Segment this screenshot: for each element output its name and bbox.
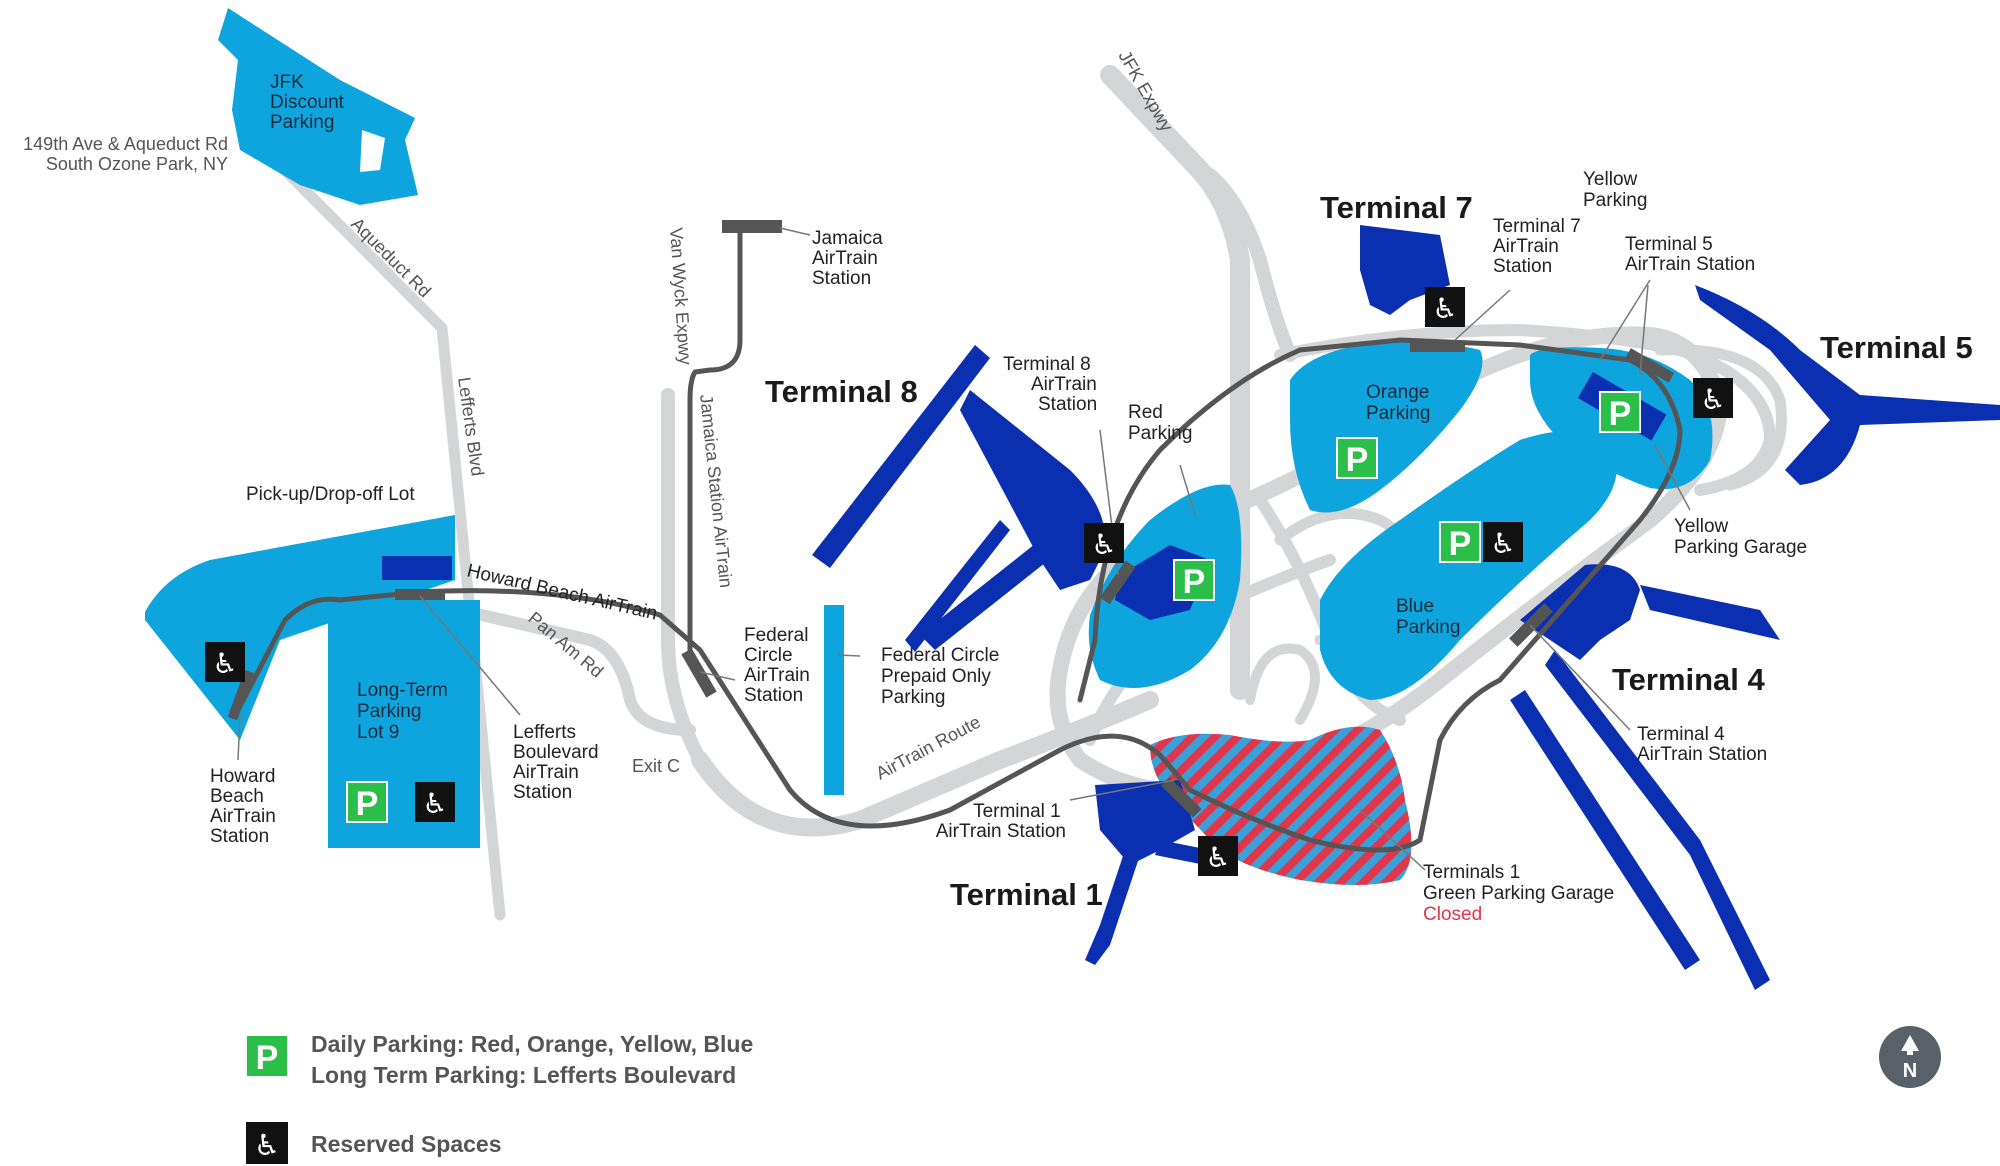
howard-beach-station-block[interactable] <box>227 669 255 721</box>
t5-station-label: Terminal 5 AirTrain Station <box>1625 234 1755 275</box>
t1-station-label: Terminal 1 AirTrain Station <box>936 801 1066 842</box>
blue-parking-lot[interactable] <box>1320 431 1617 700</box>
terminal-buildings <box>382 225 2000 990</box>
parking-icon[interactable]: P <box>1173 559 1215 601</box>
federal-circle-prepaid-lot[interactable] <box>824 605 844 795</box>
svg-text:P: P <box>1346 441 1369 479</box>
van-wyck-label: Van Wyck Expwy <box>666 227 696 366</box>
address-line-2: South Ozone Park, NY <box>46 154 228 174</box>
parking-icons: P P P P P <box>346 391 1641 823</box>
north-arrow-icon: N <box>1879 1026 1941 1088</box>
terminal-8-label: Terminal 8 <box>765 374 918 409</box>
svg-text:P: P <box>356 785 379 823</box>
discount-lot-cutout <box>360 130 385 172</box>
svg-text:♿: ♿ <box>422 787 447 820</box>
terminal-1-label: Terminal 1 <box>950 877 1103 912</box>
terminal-1-building[interactable] <box>1085 780 1210 965</box>
red-parking-label: Red Parking <box>1128 402 1192 444</box>
t5-station-block[interactable] <box>1625 348 1675 383</box>
blue-parking-label: Blue Parking <box>1396 596 1460 638</box>
legend-reserved-spaces: Reserved Spaces <box>311 1131 502 1157</box>
svg-text:♿: ♿ <box>1205 841 1230 874</box>
yellow-garage-label: Yellow Parking Garage <box>1674 516 1807 558</box>
t8-station-label: Terminal 8 AirTrain Station <box>1003 354 1102 415</box>
green-garage-closed-status: Closed <box>1423 904 1482 925</box>
accessible-icon[interactable]: ♿ <box>205 642 245 682</box>
aqueduct-rd <box>239 124 506 921</box>
svg-text:♿: ♿ <box>212 647 237 680</box>
accessible-icon[interactable]: ♿ <box>1693 378 1733 418</box>
howard-beach-station-label: Howard Beach AirTrain Station <box>210 766 281 847</box>
svg-text:♿: ♿ <box>1700 383 1725 416</box>
t7-station-label: Terminal 7 AirTrain Station <box>1493 216 1586 277</box>
inner-link-4 <box>1245 643 1320 725</box>
svg-text:P: P <box>1449 525 1472 563</box>
jamaica-station-block[interactable] <box>722 220 782 233</box>
parking-icon[interactable]: P <box>1336 437 1378 479</box>
t8-station-block[interactable] <box>1099 560 1136 605</box>
discount-parking-label: JFK Discount Parking <box>270 72 349 133</box>
t1-station-block[interactable] <box>1161 777 1202 818</box>
svg-text:♿: ♿ <box>1091 528 1116 561</box>
airtrain-network <box>235 225 1683 853</box>
federal-circle-station-block[interactable] <box>681 648 717 698</box>
green-garage-label: Terminals 1 Green Parking Garage <box>1423 862 1614 904</box>
accessible-icons: ♿ ♿ ♿ ♿ ♿ ♿ ♿ <box>205 287 1733 876</box>
svg-text:♿: ♿ <box>254 1128 280 1162</box>
long-term-lot-label: Long-Term Parking Lot 9 <box>357 680 453 743</box>
airtrain-jamaica-line <box>687 225 743 653</box>
pickup-dropoff-label: Pick-up/Drop-off Lot <box>246 484 415 505</box>
terminal-7-label: Terminal 7 <box>1320 190 1473 225</box>
terminal-5-building[interactable] <box>1695 285 2000 485</box>
jfk-expwy <box>1100 65 1250 700</box>
legend-accessible-icon: ♿ <box>246 1122 288 1164</box>
svg-text:P: P <box>1609 395 1632 433</box>
legend: P Daily Parking: Red, Orange, Yellow, Bl… <box>245 1031 753 1164</box>
orange-parking-label: Orange Parking <box>1366 382 1435 424</box>
terminal-4-building[interactable] <box>1510 564 1780 990</box>
jamaica-airtrain-label: Jamaica Station AirTrain <box>696 393 736 588</box>
terminal-4-label: Terminal 4 <box>1612 662 1766 697</box>
svg-text:P: P <box>1183 563 1206 601</box>
legend-parking-icon: P <box>245 1034 289 1078</box>
svg-text:P: P <box>256 1039 279 1077</box>
legend-long-term-parking: Long Term Parking: Lefferts Boulevard <box>311 1062 736 1088</box>
accessible-icon[interactable]: ♿ <box>415 782 455 822</box>
t5-loop <box>1654 344 1787 491</box>
t4-station-label: Terminal 4 AirTrain Station <box>1637 724 1767 765</box>
terminal-5-label: Terminal 5 <box>1820 330 1973 365</box>
address-line-1: 149th Ave & Aqueduct Rd <box>23 134 228 154</box>
accessible-icon[interactable]: ♿ <box>1084 523 1124 563</box>
federal-prepaid-label: Federal Circle Prepaid Only Parking <box>881 645 1005 708</box>
leader-lines <box>237 227 1691 871</box>
yellow-parking-label: Yellow Parking <box>1583 169 1647 211</box>
lefferts-station-block[interactable] <box>395 589 445 600</box>
howard-beach-lot[interactable] <box>145 515 455 740</box>
parking-icon[interactable]: P <box>1439 521 1481 563</box>
van-wyck-expwy <box>661 388 707 767</box>
terminal-8-building[interactable] <box>812 345 1106 652</box>
svg-text:♿: ♿ <box>1432 292 1457 325</box>
aqueduct-rd-label: Aqueduct Rd <box>347 214 435 302</box>
jamaica-station-label: Jamaica AirTrain Station <box>812 228 888 289</box>
accessible-icon[interactable]: ♿ <box>1425 287 1465 327</box>
federal-circle-station-label: Federal Circle AirTrain Station <box>744 625 815 706</box>
accessible-icon[interactable]: ♿ <box>1198 836 1238 876</box>
exit-c-label: Exit C <box>632 756 680 776</box>
jfk-expwy-branch <box>1203 168 1297 362</box>
parking-icon[interactable]: P <box>346 781 388 823</box>
t7-station-block[interactable] <box>1410 341 1465 352</box>
parking-icon[interactable]: P <box>1599 391 1641 433</box>
svg-text:♿: ♿ <box>1490 527 1515 560</box>
pickup-dropoff-lot-block[interactable] <box>382 556 452 580</box>
legend-daily-parking: Daily Parking: Red, Orange, Yellow, Blue <box>311 1031 753 1057</box>
airtrain-howard-beach-line <box>235 337 1683 853</box>
lefferts-station-label: Lefferts Boulevard AirTrain Station <box>513 722 604 803</box>
svg-text:N: N <box>1903 1060 1917 1082</box>
pan-am-rd <box>454 604 696 736</box>
accessible-icon[interactable]: ♿ <box>1483 522 1523 562</box>
